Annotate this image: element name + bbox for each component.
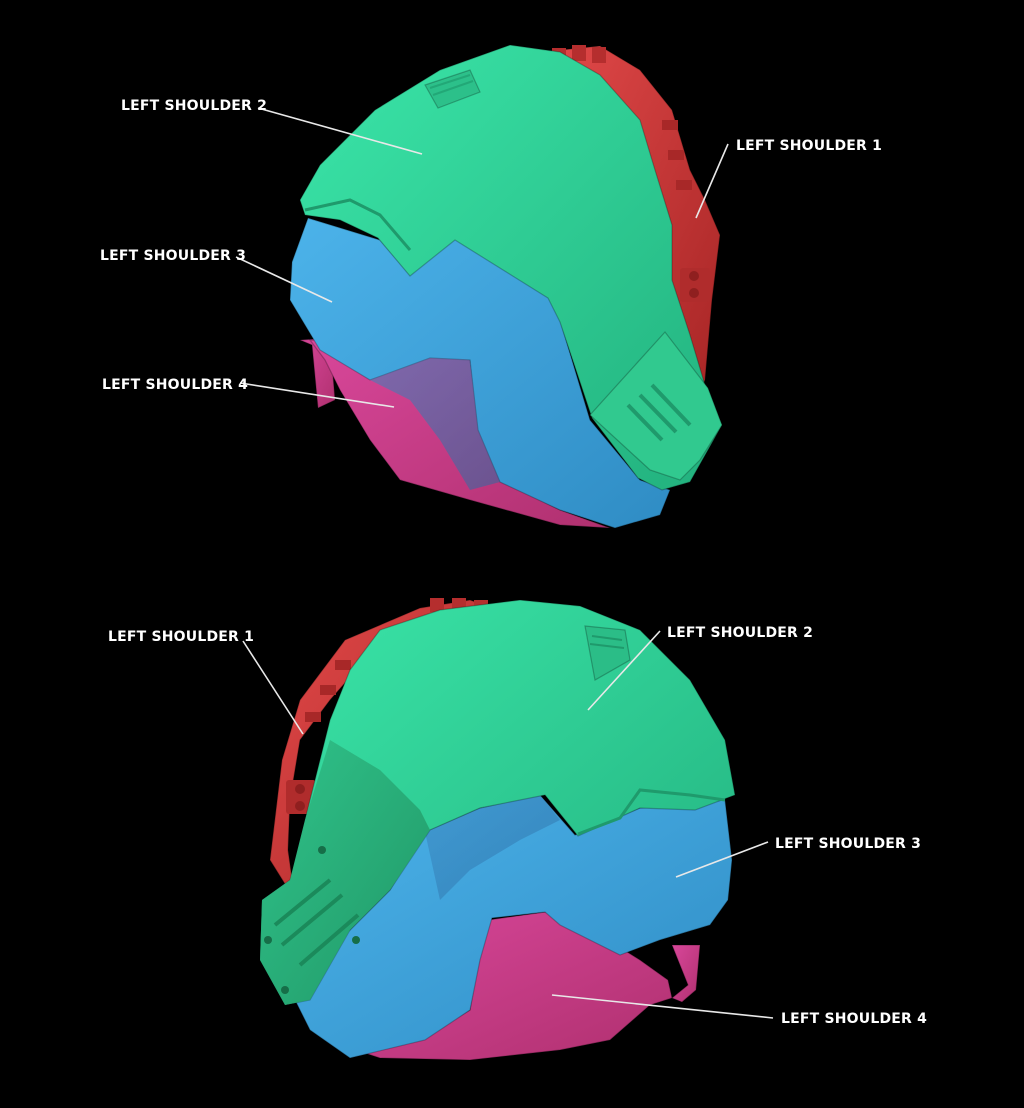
top-label-part-2: LEFT SHOULDER 2 — [121, 98, 267, 114]
top-leader-3 — [235, 256, 333, 303]
bottom-label-part-2: LEFT SHOULDER 2 — [667, 625, 813, 641]
top-leader-1 — [695, 143, 729, 219]
bottom-label-part-3: LEFT SHOULDER 3 — [775, 836, 921, 852]
bottom-leader-2 — [587, 630, 661, 711]
bottom-leader-1 — [242, 640, 304, 735]
top-leader-4 — [239, 382, 395, 408]
top-leader-2 — [257, 107, 423, 155]
top-view: LEFT SHOULDER 2 LEFT SHOULDER 1 LEFT SHO… — [100, 44, 882, 529]
top-part-2 — [299, 44, 723, 491]
top-label-part-4: LEFT SHOULDER 4 — [102, 377, 248, 393]
bottom-label-part-1: LEFT SHOULDER 1 — [108, 629, 254, 645]
top-label-part-1: LEFT SHOULDER 1 — [736, 138, 882, 154]
bottom-part-2 — [259, 599, 736, 1006]
top-label-part-3: LEFT SHOULDER 3 — [100, 248, 246, 264]
bottom-leader-3 — [675, 841, 769, 878]
bottom-leader-4 — [551, 994, 774, 1019]
bottom-label-part-4: LEFT SHOULDER 4 — [781, 1011, 927, 1027]
bottom-view: LEFT SHOULDER 1 LEFT SHOULDER 2 LEFT SHO… — [108, 598, 927, 1061]
